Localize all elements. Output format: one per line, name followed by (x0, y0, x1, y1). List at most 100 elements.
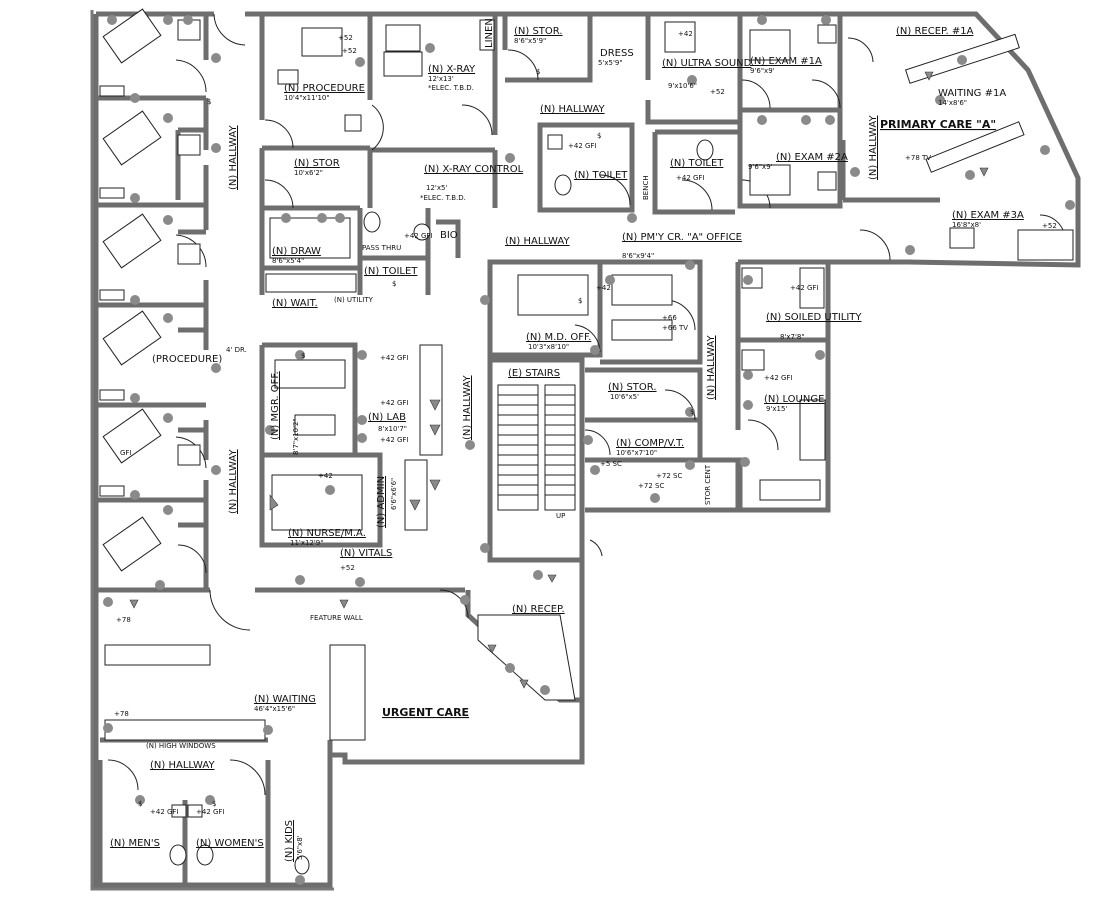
primary-care-label: PRIMARY CARE "A" (880, 118, 996, 131)
ultrasound-label: (N) ULTRA SOUND (662, 58, 752, 69)
waiting1a-label: WAITING #1A (938, 88, 1006, 99)
exam2a-label: (N) EXAM #2A (776, 152, 848, 163)
note-gfi-left: GFI (120, 449, 132, 457)
hallway-left-low: (N) HALLWAY (228, 449, 239, 514)
admin-dim: 6'6"x6'6" (390, 478, 398, 510)
stor-low-dim: 10'6"x5' (610, 393, 639, 401)
vitals-label: (N) VITALS (340, 548, 392, 559)
waiting-dim: 46'4"x15'6" (254, 705, 295, 713)
procedure-left-label: (PROCEDURE) (152, 354, 222, 365)
xray-note: *ELEC. T.B.D. (428, 84, 474, 92)
admin-label: (N) ADMIN (376, 476, 387, 528)
note-gfi-mens: +42 GFI (150, 808, 179, 816)
note-gfi-soiled: +42 GFI (790, 284, 819, 292)
note-up: UP (556, 512, 565, 520)
dollar-7: $ (690, 408, 694, 416)
xray-control-dim: 12'x5' (426, 184, 447, 192)
soiled-utility-dim: 8'x7'8" (780, 333, 805, 341)
stor-cent-label: STOR CENT (704, 464, 712, 505)
note-gfi-lab2: +42 GFI (380, 399, 409, 407)
furniture (99, 8, 1074, 875)
womens-label: (N) WOMEN'S (196, 838, 264, 849)
note-52-vitals: +52 (340, 564, 355, 572)
draw-label: (N) DRAW (272, 246, 321, 257)
note-52a: +52 (338, 34, 353, 42)
md-off-dim: 10'3"x8'10" (528, 343, 569, 351)
hallway-vert-mid: (N) HALLWAY (462, 375, 473, 440)
dollar-5: $ (392, 280, 396, 288)
dress-dim: 5'x5'9" (598, 59, 623, 67)
data-symbols (129, 71, 989, 689)
dollar-8: $ (138, 800, 142, 808)
note-78b: +78 (114, 710, 129, 718)
note-tv66: +66 TV (662, 324, 688, 332)
hallway-top-label: (N) HALLWAY (540, 104, 605, 115)
mens-label: (N) MEN'S (110, 838, 160, 849)
recep1a-label: (N) RECEP. #1A (896, 26, 974, 37)
dollar-symbols: $ $ $ $ $ $ $ $ $ (138, 68, 694, 808)
hallway-bottom-label: (N) HALLWAY (150, 760, 215, 771)
door-swings (107, 13, 1066, 796)
note-gfi-toilet3: +42 GFI (404, 232, 433, 240)
dress-label: DRESS (600, 48, 634, 59)
xray-label: (N) X-RAY (428, 64, 476, 75)
mgr-off-dim: 8'7"x10'2" (292, 418, 300, 455)
soiled-utility-label: (N) SOILED UTILITY (766, 312, 862, 323)
lounge-dim: 9'x15' (766, 405, 787, 413)
hallway-vert-right: (N) HALLWAY (706, 335, 717, 400)
pmy-office-dim: 8'6"x9'4" (622, 252, 654, 260)
exam3a-label: (N) EXAM #3A (952, 210, 1024, 221)
note-42-ultra: +42 (678, 30, 693, 38)
stor-top-dim: 8'6"x5'9" (514, 37, 546, 45)
utility-label: (N) UTILITY (334, 296, 374, 304)
stair-treads (497, 384, 576, 511)
electrical-symbols (103, 15, 1075, 885)
nurse-label: (N) NURSE/M.A. (288, 528, 366, 539)
dollar-2: $ (597, 132, 601, 140)
note-72sc-b: +72 SC (638, 482, 664, 490)
feature-wall-label: FEATURE WALL (310, 614, 363, 622)
note-72sc-a: +72 SC (656, 472, 682, 480)
stor-top-label: (N) STOR. (514, 26, 563, 37)
note-gfi-toilet1: +42 GFI (568, 142, 597, 150)
dollar-9: $ (212, 800, 216, 808)
mgr-off-label: (N) MGR. OFF. (270, 371, 281, 440)
ultrasound-dim: 9'x10'6" (668, 82, 697, 90)
note-gfi-lab1: +42 GFI (380, 354, 409, 362)
procedure-label: (N) PROCEDURE (284, 83, 365, 94)
electrical-notes: +52 +52 +42 GFI +42 GFI +42 +52 +42 GFI … (114, 30, 1057, 816)
linen-label: LINEN (484, 18, 495, 48)
md-off-label: (N) M.D. OFF. (526, 332, 591, 343)
hallway-left-top: (N) HALLWAY (228, 125, 239, 190)
draw-dim: 8'6"x5'4" (272, 257, 304, 265)
urgent-care-label: URGENT CARE (382, 706, 469, 719)
waiting-label: (N) WAITING (254, 694, 316, 705)
hallway-center-label: (N) HALLWAY (505, 236, 570, 247)
note-gfi-womens: +42 GFI (196, 808, 225, 816)
pmy-office-label: (N) PM'Y CR. "A" OFFICE (622, 232, 742, 243)
note-gfi-toilet2: +42 GFI (676, 174, 705, 182)
stairs-label: (E) STAIRS (508, 368, 560, 379)
room-labels: (N) PROCEDURE 10'4"x11'10" (N) X-RAY 12'… (110, 18, 1024, 862)
nurse-dim: 11'x12'9" (290, 539, 323, 547)
lab-label: (N) LAB (368, 412, 406, 423)
stor-mid-label: (N) STOR (294, 158, 340, 169)
xray-control-label: (N) X-RAY CONTROL (424, 164, 524, 175)
wait-small-label: (N) WAIT. (272, 298, 318, 309)
lounge-label: (N) LOUNGE (764, 394, 824, 405)
compvit-dim: 10'6"x7'10" (616, 449, 657, 457)
waiting1a-dim: 14'x8'6" (938, 99, 967, 107)
note-tv78-3a: +78 TV (905, 154, 931, 162)
note-52-ultra: +52 (710, 88, 725, 96)
dollar-3: $ (536, 68, 540, 76)
high-windows-label: (N) HIGH WINDOWS (146, 742, 216, 750)
door-4dr-note: 4' DR. (226, 346, 247, 354)
toilet3-label: (N) TOILET (364, 266, 418, 277)
note-52b: +52 (342, 47, 357, 55)
procedure-dim: 10'4"x11'10" (284, 94, 330, 102)
dollar-4: $ (301, 352, 305, 360)
hallway-vert-far: (N) HALLWAY (868, 115, 879, 180)
stor-mid-dim: 10'x6'2" (294, 169, 323, 177)
exam2a-dim: 9'6"x9' (748, 163, 773, 171)
